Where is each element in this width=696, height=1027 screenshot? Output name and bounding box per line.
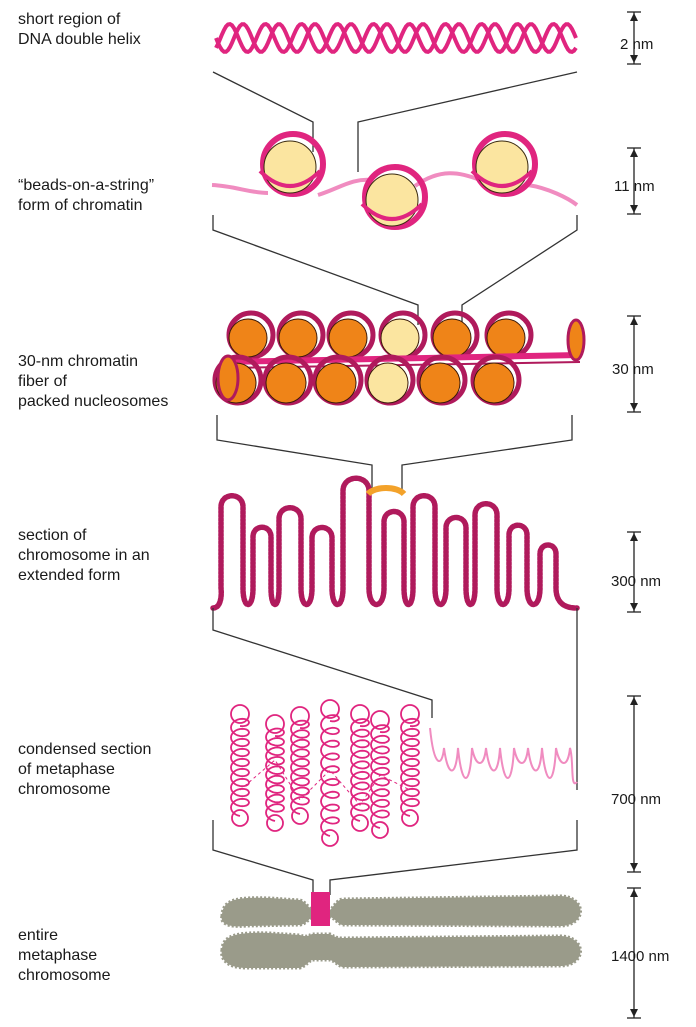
coil-bottom-loop-2 xyxy=(292,808,308,824)
scale-arrow-bottom-0 xyxy=(630,55,638,63)
coil-bottom-loop-1 xyxy=(267,815,283,831)
extended-loop-chain xyxy=(213,478,577,608)
fiber-end-left xyxy=(218,356,238,400)
fiber-top-core-0 xyxy=(229,319,267,357)
scale-arrow-bottom-5 xyxy=(630,1009,638,1017)
fiber-bottom-core-4 xyxy=(420,363,460,403)
coil-column-3 xyxy=(321,715,339,836)
scale-arrow-top-5 xyxy=(630,889,638,897)
level-label-beads: “beads-on-a-string” form of chromatin xyxy=(18,176,154,216)
coil-top-loop-6 xyxy=(401,705,419,723)
scale-arrow-top-0 xyxy=(630,13,638,21)
dna-double-helix xyxy=(216,24,576,52)
coil-column-0 xyxy=(231,719,249,816)
fiber-end-right xyxy=(568,320,584,360)
coil-bottom-loop-5 xyxy=(372,822,388,838)
coil-bottom-loop-6 xyxy=(402,810,418,826)
scale-arrow-bottom-4 xyxy=(630,863,638,871)
scale-label-300nm: 300 nm xyxy=(611,573,661,591)
coil-column-5 xyxy=(371,725,389,828)
fiber-bottom-core-2 xyxy=(316,363,356,403)
coil-top-loop-1 xyxy=(266,715,284,733)
beads-on-a-string xyxy=(212,134,577,227)
scale-label-1400nm: 1400 nm xyxy=(611,948,669,966)
condensed-metaphase-section xyxy=(231,700,577,846)
level-label-30nm-fiber: 30-nm chromatin fiber of packed nucleoso… xyxy=(18,352,168,412)
fiber-top-core-3 xyxy=(381,319,419,357)
metaphase-chromosome xyxy=(222,892,581,968)
coil-bottom-loop-0 xyxy=(232,810,248,826)
level-label-extended: section of chromosome in an extended for… xyxy=(18,526,150,586)
scale-label-dna: 2 nm xyxy=(620,36,653,54)
level-label-dna: short region of DNA double helix xyxy=(18,10,141,50)
scale-label-beads: 11 nm xyxy=(614,178,655,196)
coil-column-2 xyxy=(291,721,309,814)
fiber-bottom-core-5 xyxy=(474,363,514,403)
highlighted-fiber-segment xyxy=(368,488,404,494)
scale-arrow-top-3 xyxy=(630,533,638,541)
level-label-condensed: condensed section of metaphase chromosom… xyxy=(18,740,151,800)
extended-chromosome-section xyxy=(213,478,577,608)
fiber-top-core-5 xyxy=(487,319,525,357)
fiber-top-core-4 xyxy=(433,319,471,357)
condensed-coils xyxy=(231,700,419,846)
coil-column-6 xyxy=(401,719,419,816)
extended-tail xyxy=(430,728,577,783)
coil-top-loop-0 xyxy=(231,705,249,723)
coil-bottom-loop-4 xyxy=(352,815,368,831)
coil-top-loop-5 xyxy=(371,711,389,729)
scale-bars xyxy=(627,12,641,1018)
scale-arrow-top-1 xyxy=(630,149,638,157)
nucleosome-beads xyxy=(260,134,535,227)
fiber-bottom-core-3 xyxy=(368,363,408,403)
chromatid-top xyxy=(222,896,581,926)
chromatid-bottom xyxy=(222,933,581,968)
level-label-metaphase: entire metaphase chromosome xyxy=(18,926,110,986)
scale-arrow-top-4 xyxy=(630,697,638,705)
scale-arrow-top-2 xyxy=(630,317,638,325)
fiber-top-core-1 xyxy=(279,319,317,357)
30nm-chromatin-fiber xyxy=(215,313,584,403)
zoom-lines-2 xyxy=(213,215,577,325)
coil-column-1 xyxy=(266,729,284,822)
coil-top-loop-4 xyxy=(351,705,369,723)
scale-arrow-bottom-1 xyxy=(630,205,638,213)
coil-top-loop-2 xyxy=(291,707,309,725)
scale-label-700nm: 700 nm xyxy=(611,791,661,809)
coil-bottom-loop-3 xyxy=(322,830,338,846)
scale-label-30nm: 30 nm xyxy=(612,361,654,379)
scale-arrow-bottom-3 xyxy=(630,603,638,611)
fiber-bottom-core-1 xyxy=(266,363,306,403)
fiber-top-core-2 xyxy=(329,319,367,357)
highlighted-band xyxy=(311,892,330,926)
scale-arrow-bottom-2 xyxy=(630,403,638,411)
zoom-lines-3 xyxy=(217,415,572,490)
zoom-lines-5 xyxy=(213,820,577,895)
packed-nucleosomes xyxy=(215,313,584,403)
